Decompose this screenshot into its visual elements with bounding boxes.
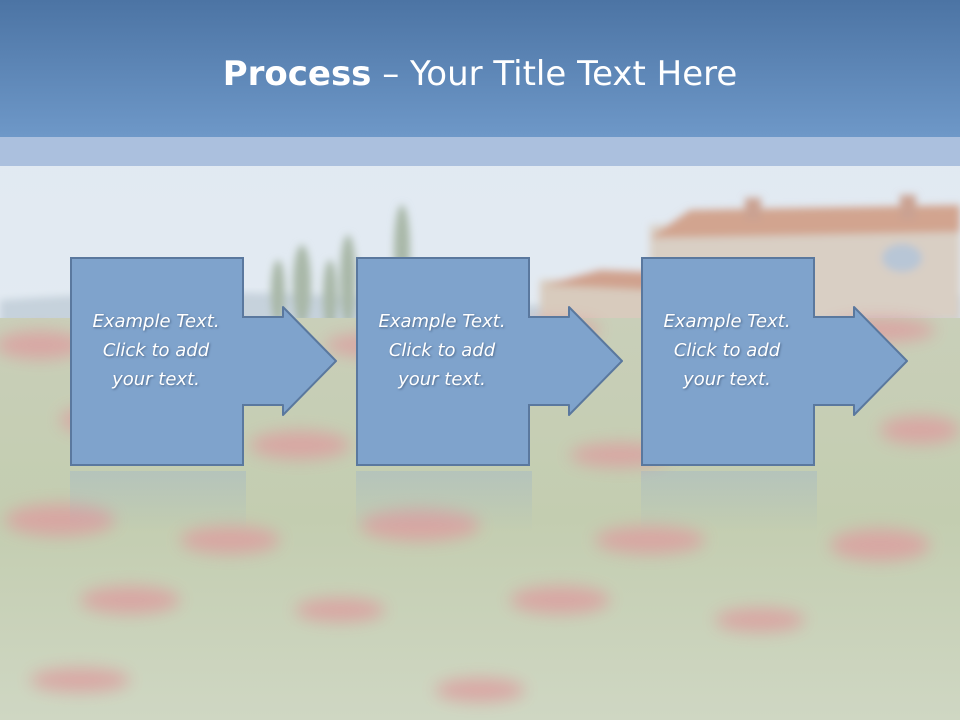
slide-title-strong: Process [222, 54, 372, 94]
process-step-2-reflection [356, 471, 532, 531]
slide-title-rest: – Your Title Text Here [371, 54, 738, 94]
process-step-1[interactable]: Example Text. Click to add your text. [70, 257, 340, 531]
process-step-1-reflection [70, 471, 246, 531]
step-text-line: your text. [683, 369, 771, 390]
step-text-line: Example Text. [92, 311, 220, 332]
process-step-3-reflection [641, 471, 817, 531]
step-text-line: your text. [398, 369, 486, 390]
process-step-2-box [356, 257, 530, 466]
step-text-line: Example Text. [663, 311, 791, 332]
title-bar [0, 0, 960, 137]
title-bar-accent-band [0, 137, 960, 166]
process-step-2-text[interactable]: Example Text. Click to add your text. [362, 307, 522, 394]
process-step-2-arrow [527, 306, 623, 416]
process-step-1-arrow [241, 306, 337, 416]
process-step-3[interactable]: Example Text. Click to add your text. [641, 257, 911, 531]
step-text-line: your text. [112, 369, 200, 390]
process-step-1-box [70, 257, 244, 466]
step-text-line: Click to add [102, 340, 210, 361]
step-text-line: Click to add [388, 340, 496, 361]
process-step-1-text[interactable]: Example Text. Click to add your text. [76, 307, 236, 394]
process-step-3-arrow [812, 306, 908, 416]
process-step-2-shape [356, 257, 623, 466]
process-step-2[interactable]: Example Text. Click to add your text. [356, 257, 626, 531]
process-step-1-shape [70, 257, 337, 466]
slide-title[interactable]: Process – Your Title Text Here [0, 52, 960, 96]
process-step-3-box [641, 257, 815, 466]
process-step-3-shape [641, 257, 908, 466]
step-text-line: Click to add [673, 340, 781, 361]
process-step-3-text[interactable]: Example Text. Click to add your text. [647, 307, 807, 394]
step-text-line: Example Text. [378, 311, 506, 332]
